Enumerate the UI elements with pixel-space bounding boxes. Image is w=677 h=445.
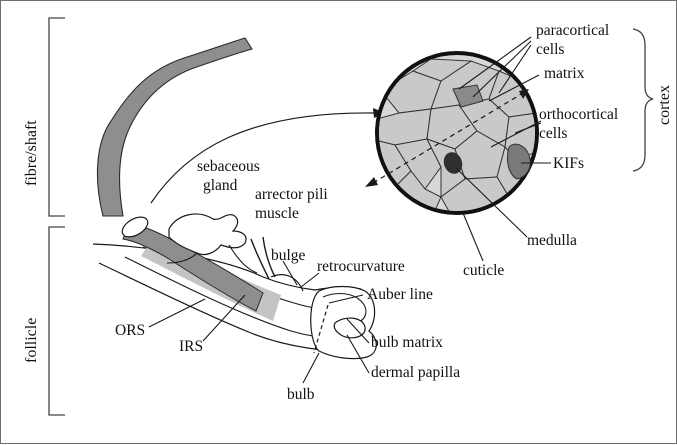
medulla-label: medulla <box>527 232 577 249</box>
cuticle-label: cuticle <box>463 262 504 279</box>
fibre-shaft-bracket <box>49 18 65 216</box>
sebaceous-gland-line2: gland <box>203 177 238 194</box>
axis-arrowhead-lower <box>365 177 378 187</box>
irs-label: IRS <box>179 338 203 355</box>
bulge-shape <box>271 275 303 291</box>
fibre-shaft-label: fibre/shaft <box>23 120 40 186</box>
orthocortical-cells-line2: cells <box>539 125 567 142</box>
arrector-pili-label: arrector pili muscle <box>255 186 332 222</box>
paracortical-cells-line1: paracortical <box>536 22 609 39</box>
cortex-brace <box>633 29 653 171</box>
orthocortical-cells-line1: orthocortical <box>539 106 618 123</box>
follicle-bracket <box>49 227 65 415</box>
paracortical-cells-label: paracortical cells <box>536 22 613 58</box>
sebaceous-gland-line1: sebaceous <box>197 158 260 175</box>
ors-label: ORS <box>115 322 145 339</box>
bulb-matrix-label: bulb matrix <box>371 334 443 351</box>
matrix-label: matrix <box>544 65 585 82</box>
arrector-pili-line2: muscle <box>255 205 299 222</box>
cortex-label: cortex <box>656 85 673 125</box>
bulb-label: bulb <box>287 386 315 403</box>
arrector-pili-line1: arrector pili <box>255 186 328 203</box>
bulge-label: bulge <box>271 247 306 264</box>
kifs-label: KIFs <box>553 155 584 172</box>
paracortical-cells-line2: cells <box>536 41 564 58</box>
sebaceous-gland-label: sebaceous gland <box>197 158 264 194</box>
follicle-label: follicle <box>23 318 40 363</box>
orthocortical-cells-label: orthocortical cells <box>539 106 622 142</box>
auber-line-label: Auber line <box>367 286 433 303</box>
retrocurvature-label: retrocurvature <box>317 258 405 275</box>
dermal-papilla-label: dermal papilla <box>371 364 460 381</box>
cross-section <box>365 53 541 215</box>
